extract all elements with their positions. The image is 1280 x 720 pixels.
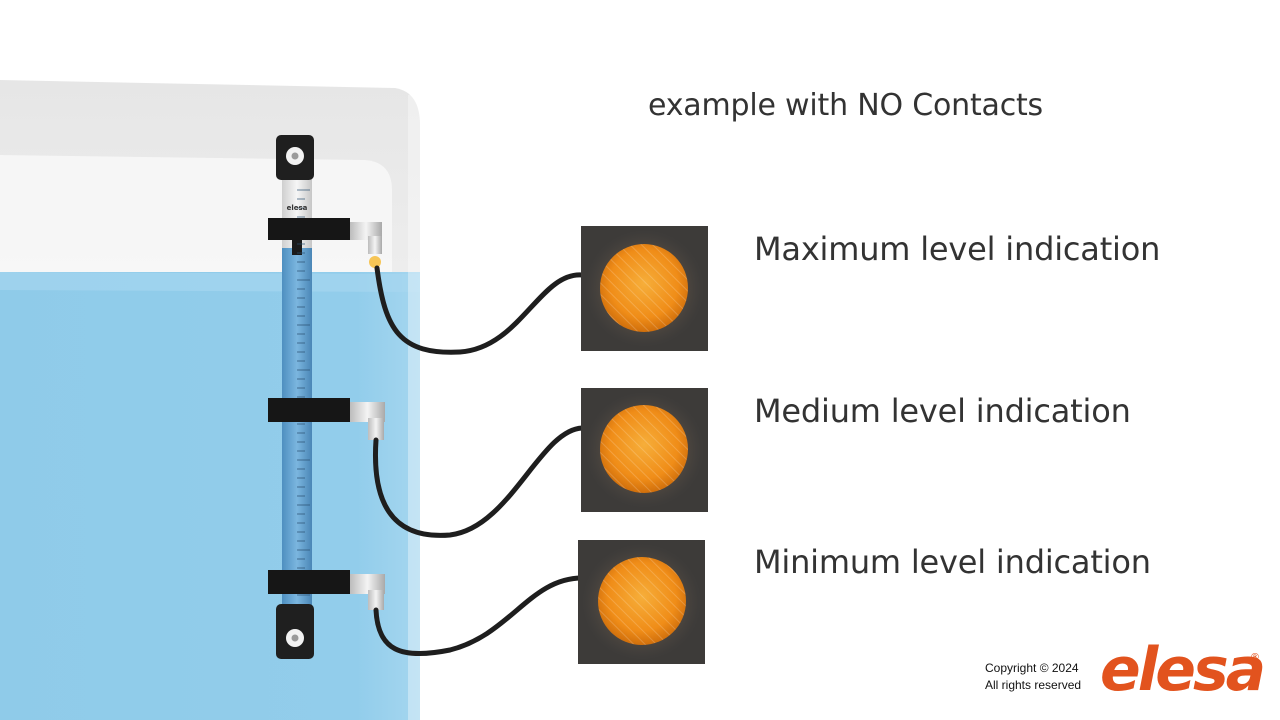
elesa-logo-text: elesa xyxy=(1100,635,1263,705)
contact-min xyxy=(268,570,385,610)
indicator-lamp-min xyxy=(578,540,705,664)
copyright-notice: Copyright © 2024 All rights reserved xyxy=(985,660,1081,694)
svg-text:elesa: elesa xyxy=(287,204,308,212)
copyright-line: Copyright © 2024 xyxy=(985,661,1079,675)
level-gauge: elesa xyxy=(276,135,314,659)
label-minimum-level: Minimum level indication xyxy=(754,543,1151,581)
indicator-lamp-med xyxy=(581,388,708,512)
contact-max xyxy=(268,218,382,268)
cables xyxy=(372,265,585,657)
elesa-logo: elesa ® xyxy=(1100,635,1266,705)
water xyxy=(0,272,420,720)
cable-min xyxy=(373,575,585,657)
svg-text:®: ® xyxy=(1250,652,1260,663)
contact-med xyxy=(268,398,385,440)
tank xyxy=(0,80,420,720)
indicator-lamp-max xyxy=(581,226,708,351)
rights-line: All rights reserved xyxy=(985,678,1082,692)
page-title: example with NO Contacts xyxy=(648,88,1043,123)
gauge-tube-fluid xyxy=(282,248,312,608)
label-medium-level: Medium level indication xyxy=(754,392,1131,430)
label-maximum-level: Maximum level indication xyxy=(754,230,1161,268)
cable-max xyxy=(374,265,585,355)
cable-med xyxy=(372,425,585,538)
